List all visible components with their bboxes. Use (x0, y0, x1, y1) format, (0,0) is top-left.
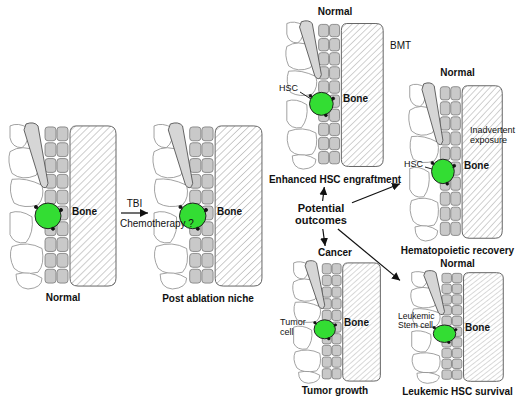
bone-label: Bone (72, 206, 97, 217)
niche-node: BonePost ablation niche (148, 120, 268, 306)
arrow-connector (323, 229, 325, 246)
edge-label: TBI (127, 198, 143, 209)
arrow-connector (352, 184, 400, 203)
niche-caption: Tumor growth (302, 385, 368, 396)
niche-caption: Normal (46, 292, 80, 303)
cell-label: HSC (404, 160, 423, 170)
cell-label: Leukemic Stem cell (398, 312, 440, 331)
cell-label: Tumor cell (280, 318, 310, 338)
bone-label: Bone (343, 93, 368, 104)
niche-node: NormalHSC BoneHematopoietic recovery (400, 64, 515, 258)
exposure-label: Inadvertent exposure (470, 126, 520, 146)
post-ablation-niche (153, 123, 262, 289)
arrow-connector (121, 212, 148, 213)
arrow-connector (323, 187, 325, 201)
normal-niche (9, 123, 116, 289)
bone-label: Bone (464, 160, 489, 171)
niche-caption: Post ablation niche (162, 293, 254, 304)
treatment-label: Chemotherapy ? (120, 218, 194, 229)
bone-label: Bone (217, 206, 242, 217)
niche-heading: Normal (440, 67, 474, 78)
niche-node: NormalLeukemic Stem cellBoneLeukemic HSC… (400, 258, 515, 398)
niche-heading: Cancer (318, 247, 352, 258)
leader-line (425, 167, 432, 169)
arrow-connector (338, 229, 400, 280)
niche-caption: Enhanced HSC engraftment (269, 174, 401, 185)
cell-label: HSC (279, 84, 298, 94)
procedure-label: BMT (390, 40, 411, 51)
niche-caption: Hematopoietic recovery (401, 245, 514, 256)
niche-heading: Normal (440, 258, 474, 269)
outcome-hub: Potential outcomes (290, 201, 352, 229)
bone-label: Bone (465, 322, 490, 333)
tumor-niche (293, 261, 381, 384)
niche-caption: Leukemic HSC survival (402, 386, 513, 397)
niche-heading: Normal (318, 6, 352, 17)
hub-label: Potential outcomes (290, 202, 352, 226)
leader-line (300, 92, 311, 99)
niche-node: BoneNormal (5, 120, 121, 306)
niche-node: NormalHSC BoneEnhanced HSC engraftment (265, 4, 405, 187)
engraftment-niche (286, 21, 383, 169)
niche-node: CancerTumor cell BoneTumor growth (280, 246, 390, 396)
bone-label: Bone (344, 317, 369, 328)
